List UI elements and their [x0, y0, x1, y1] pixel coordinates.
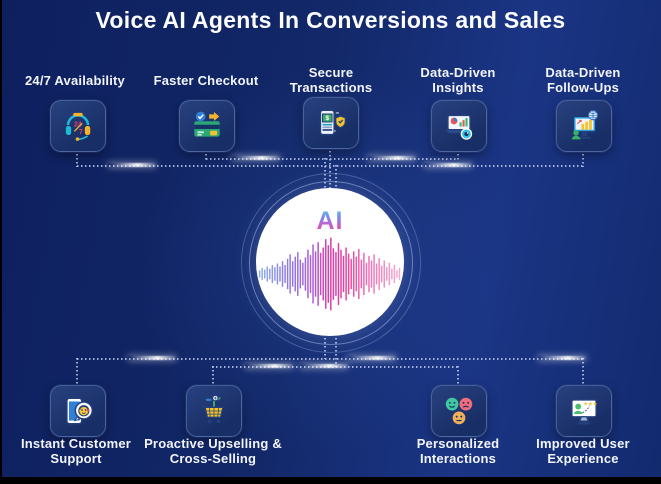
- data-pulse: [245, 364, 293, 368]
- data-pulse: [232, 156, 280, 160]
- data-pulse: [108, 163, 156, 167]
- connector-line: [582, 358, 584, 385]
- ai-voice-hub: AI: [256, 188, 404, 336]
- feature-label-availability: 24/7 Availability: [25, 73, 125, 88]
- follow-up-monitor-icon: [571, 110, 599, 140]
- data-pulse: [424, 163, 472, 167]
- svg-text:7: 7: [79, 129, 83, 136]
- connector-line: [582, 150, 584, 167]
- feature-tile: ★★★: [556, 385, 612, 437]
- connector-line: [77, 358, 583, 360]
- secure-payment-shield-icon: $: [319, 109, 346, 136]
- credit-card-checkout-icon: [194, 111, 220, 137]
- connector-line: [206, 158, 458, 160]
- feature-label-personalized: Personalized Interactions: [416, 436, 500, 466]
- connector-line: [205, 150, 207, 160]
- data-pulse: [128, 356, 176, 360]
- data-pulse: [348, 356, 396, 360]
- feature-tile: [179, 100, 235, 152]
- ai-label: AI: [316, 207, 344, 235]
- support-phone-icon: [66, 397, 94, 425]
- connector-line: [76, 358, 78, 385]
- headset-24-7-icon: 24 7: [64, 112, 92, 141]
- feature-label-secure: Secure Transactions: [289, 65, 373, 95]
- feature-label-upselling: Proactive Upselling & Cross-Selling: [144, 436, 282, 466]
- connector-line: [457, 150, 459, 160]
- feature-label-insights: Data-Driven Insights: [420, 65, 496, 95]
- feature-label-checkout: Faster Checkout: [153, 73, 259, 88]
- connector-line: [76, 150, 78, 167]
- feature-tile: [431, 385, 487, 437]
- feature-tile: [50, 385, 106, 437]
- svg-text:24: 24: [74, 122, 82, 129]
- center-ring-outer: [241, 173, 421, 353]
- upsell-cart-icon: [201, 394, 224, 424]
- connector-line: [329, 147, 331, 191]
- connector-line: [457, 366, 459, 385]
- feature-tile: [556, 100, 612, 152]
- feature-label-support: Instant Customer Support: [20, 436, 132, 466]
- svg-text:★★★: ★★★: [583, 402, 597, 408]
- feature-tile: [431, 100, 487, 152]
- connector-line: [212, 366, 214, 385]
- feature-label-followups: Data-Driven Follow-Ups: [545, 65, 621, 95]
- frame-edge: [0, 477, 661, 484]
- feature-label-ux: Improved User Experience: [536, 436, 630, 466]
- connector-line: [77, 165, 583, 167]
- emoji-faces-icon: [445, 397, 473, 425]
- feature-tile: 24 7: [50, 100, 106, 152]
- data-pulse: [368, 156, 416, 160]
- data-pulse: [300, 364, 348, 368]
- ux-monitor-icon: ★★★: [571, 399, 598, 425]
- data-pulse: [538, 356, 586, 360]
- feature-tile: $: [303, 97, 359, 149]
- voice-waveform-icon: [258, 237, 401, 311]
- analytics-laptop-icon: [444, 114, 474, 140]
- svg-text:$: $: [326, 115, 330, 122]
- feature-tile: [186, 385, 242, 437]
- page-title: Voice AI Agents In Conversions and Sales: [95, 7, 566, 33]
- frame-edge: [0, 0, 2, 484]
